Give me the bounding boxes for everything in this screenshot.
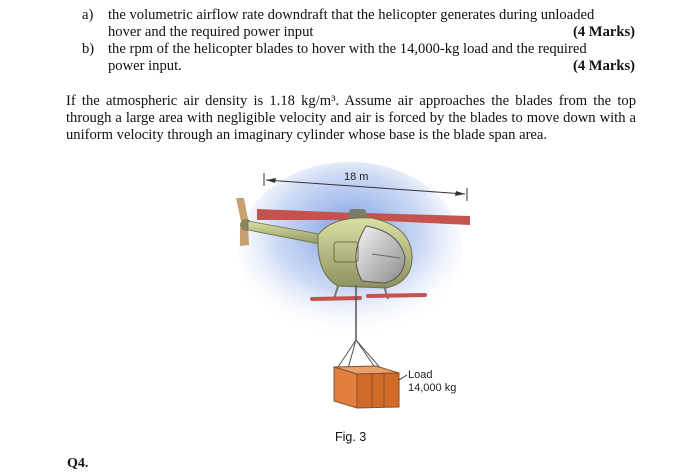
part-a-marks: (4 Marks) [572, 24, 635, 40]
rotor-blades [257, 209, 470, 225]
part-a-text-line2: hover and the required power input [108, 24, 314, 40]
span-label: 18 m [344, 171, 368, 183]
load-cable [337, 285, 384, 373]
landing-skids [310, 285, 427, 301]
part-b-text-line1: the rpm of the helicopter blades to hove… [108, 41, 587, 57]
span-dimension [263, 173, 468, 201]
load-crate [333, 365, 400, 409]
part-a-label: a) [82, 7, 94, 23]
fuselage [317, 217, 413, 289]
part-b-marks: (4 Marks) [572, 58, 635, 74]
figure-caption: Fig. 3 [335, 430, 367, 444]
load-leader-line [398, 374, 408, 381]
part-b-label: b) [82, 41, 95, 57]
load-label: Load [408, 369, 432, 381]
part-b-text-line2: power input. [108, 58, 182, 74]
part-a-text-line1: the volumetric airflow rate downdraft th… [108, 7, 595, 23]
next-question-label: Q4. [67, 456, 89, 471]
problem-statement: If the atmospheric air density is 1.18 k… [66, 93, 636, 143]
load-value: 14,000 kg [408, 382, 456, 394]
